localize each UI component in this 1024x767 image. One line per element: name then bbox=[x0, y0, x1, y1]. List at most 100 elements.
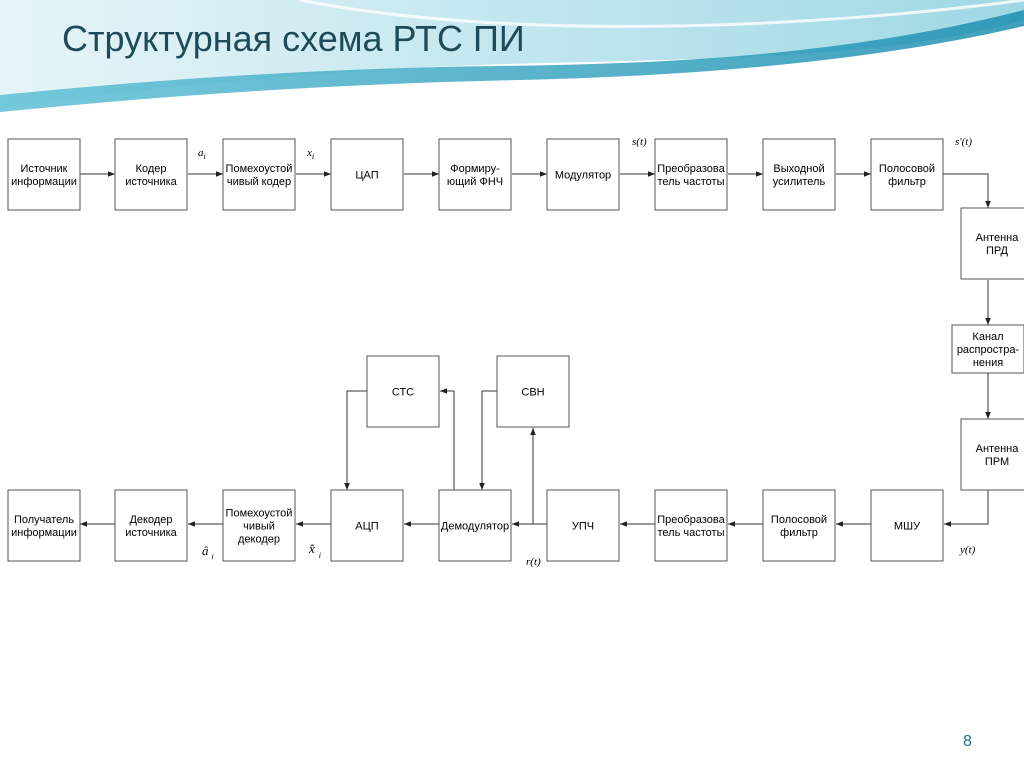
block-label-line: информации bbox=[11, 176, 77, 188]
block-frame bbox=[762, 489, 836, 562]
block-svn: СВН bbox=[496, 355, 570, 428]
block-label-line: Кодер bbox=[136, 163, 167, 175]
block-label-line: Декодер bbox=[129, 514, 172, 526]
block-label-line: Преобразова bbox=[657, 163, 725, 175]
signal-s-t: s(t) bbox=[632, 136, 647, 148]
block-frame bbox=[222, 138, 296, 211]
block-label-line: декодер bbox=[238, 534, 280, 546]
arrow-sts-to-adc bbox=[344, 390, 367, 490]
block-lna: МШУ bbox=[870, 489, 944, 562]
block-demod: Демодулятор bbox=[438, 489, 512, 562]
block-frame bbox=[7, 489, 81, 562]
block-label-line: Источник bbox=[21, 163, 68, 175]
block-label-line: Канал bbox=[972, 331, 1003, 343]
block-label-line: Преобразова bbox=[657, 514, 725, 526]
signal-r-t: r(t) bbox=[526, 556, 541, 568]
block-label-line: усилитель bbox=[773, 176, 826, 188]
block-dac: ЦАП bbox=[330, 138, 404, 211]
signal-a-i: ai bbox=[198, 147, 206, 161]
block-label-line: Выходной bbox=[773, 163, 824, 175]
block-label-line: чивый bbox=[243, 521, 275, 533]
block-label-line: ЦАП bbox=[355, 170, 378, 182]
block-label-line: Полосовой bbox=[771, 514, 827, 526]
block-label-line: чивый кодер bbox=[227, 176, 291, 188]
block-frame bbox=[870, 138, 944, 211]
block-label-line: распростра- bbox=[957, 344, 1020, 356]
signal-x-i: xi bbox=[306, 147, 314, 161]
block-label-line: ПРД bbox=[986, 245, 1009, 257]
block-frame bbox=[546, 489, 620, 562]
block-frame bbox=[330, 489, 404, 562]
slide-title: Структурная схема РТС ПИ bbox=[62, 18, 525, 59]
block-label-line: Помехоустой bbox=[226, 508, 293, 520]
block-label-line: Полосовой bbox=[879, 163, 935, 175]
block-label-line: тель частоты bbox=[658, 527, 725, 539]
arrow-filter-to-tx-antenna bbox=[943, 173, 991, 208]
block-label-line: источника bbox=[125, 527, 177, 539]
block-label-line: СТС bbox=[392, 387, 414, 399]
arrow-svn-to-demodulator bbox=[479, 390, 497, 490]
block-mod: Модулятор bbox=[546, 138, 620, 211]
block-label-line: Модулятор bbox=[555, 170, 611, 182]
block-frame bbox=[330, 138, 404, 211]
block-frame bbox=[438, 489, 512, 562]
header-wave-dark bbox=[0, 10, 1024, 112]
block-label-line: Антенна bbox=[976, 232, 1020, 244]
block-frame bbox=[951, 324, 1024, 374]
block-frame bbox=[114, 138, 188, 211]
block-label-line: информации bbox=[11, 527, 77, 539]
block-frame bbox=[654, 489, 728, 562]
signal-y-t: y(t) bbox=[959, 544, 976, 556]
header-wave-light bbox=[0, 0, 1024, 110]
block-ifa: УПЧ bbox=[546, 489, 620, 562]
block-frame bbox=[114, 489, 188, 562]
block-label-line: Демодулятор bbox=[441, 521, 509, 533]
signal-x-hat-i: x̂i bbox=[308, 541, 321, 560]
block-label-line: ющий ФНЧ bbox=[447, 176, 503, 188]
block-frame bbox=[546, 138, 620, 211]
block-frame bbox=[762, 138, 836, 211]
block-frame bbox=[960, 418, 1024, 491]
block-adc: АЦП bbox=[330, 489, 404, 562]
block-frame bbox=[496, 355, 570, 428]
page-number: 8 bbox=[963, 733, 972, 750]
block-frame bbox=[960, 207, 1024, 280]
signal-s-prime-t: s'(t) bbox=[955, 136, 972, 148]
block-frame bbox=[7, 138, 81, 211]
block-frame bbox=[222, 489, 296, 562]
block-label-line: источника bbox=[125, 176, 177, 188]
arrow-rx-antenna-to-lna bbox=[944, 490, 989, 527]
header-wave-highlight bbox=[299, 0, 1024, 28]
block-frame bbox=[438, 138, 512, 211]
block-frame bbox=[870, 489, 944, 562]
block-lpf: Формиру-ющий ФНЧ bbox=[438, 138, 512, 211]
block-label-line: ПРМ bbox=[985, 456, 1009, 468]
block-label-line: фильтр bbox=[780, 527, 818, 539]
arrow-demodulator-to-sts bbox=[440, 388, 455, 490]
block-label-line: Формиру- bbox=[450, 163, 500, 175]
connections bbox=[80, 171, 991, 527]
block-frame bbox=[654, 138, 728, 211]
block-label-line: АЦП bbox=[355, 521, 378, 533]
block-label-line: УПЧ bbox=[572, 521, 594, 533]
block-label-line: нения bbox=[973, 357, 1003, 369]
block-frame bbox=[366, 355, 440, 428]
block-label-line: Помехоустой bbox=[226, 163, 293, 175]
